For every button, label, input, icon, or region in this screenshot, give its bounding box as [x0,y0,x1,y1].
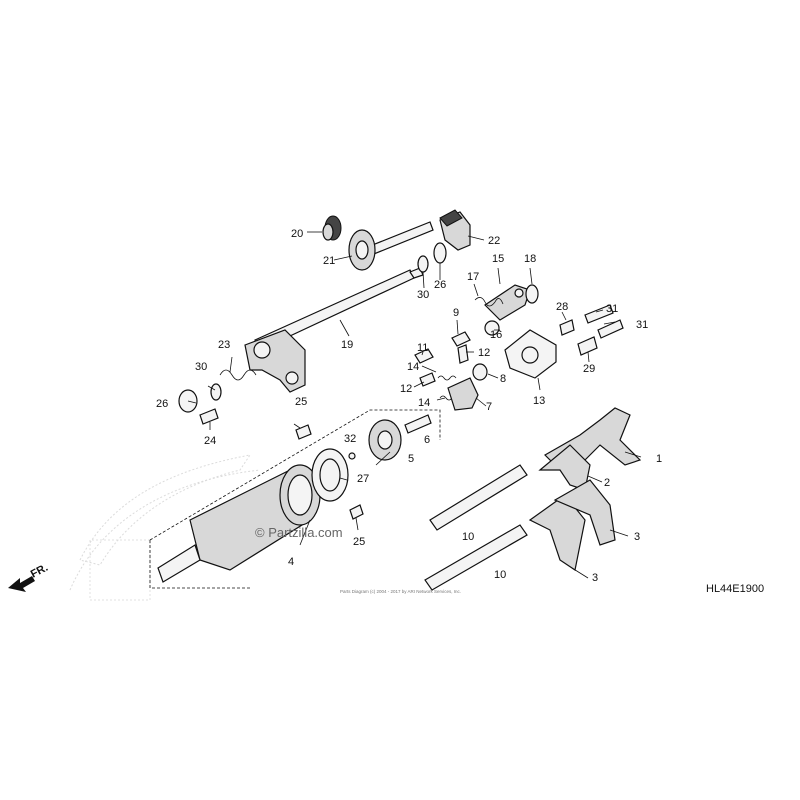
callout-29: 29 [583,363,595,375]
callout-16: 16 [490,329,502,341]
callout-14a: 14 [407,361,419,373]
diagram-code: HL44E1900 [706,583,764,595]
small-parts [414,331,488,411]
callout-2: 2 [604,477,610,489]
callout-10b: 10 [494,569,506,581]
callout-10a: 10 [462,531,474,543]
callout-6: 6 [424,434,430,446]
callout-9: 9 [453,307,459,319]
callout-31a: 31 [606,303,618,315]
callout-4: 4 [288,556,294,568]
callout-7: 7 [486,401,492,413]
callout-12a: 12 [478,347,490,359]
callout-17: 17 [467,271,479,283]
left-spring-group [178,369,257,425]
callout-26a: 26 [434,279,446,291]
copyright-line: Parts Diagram (c) 2004 - 2017 by ARI Net… [340,589,461,594]
callout-20: 20 [291,228,303,240]
callout-24: 24 [204,435,216,447]
bolts-right [559,304,624,356]
shift-forks [528,407,642,571]
watermark: © Partzilla.com [255,525,343,540]
callout-14b: 14 [418,397,430,409]
callout-21: 21 [323,255,335,267]
callout-11: 11 [417,342,428,354]
callout-12b: 12 [400,383,412,395]
callout-32: 32 [344,433,356,445]
callout-25a: 25 [295,396,307,408]
callout-3a: 3 [634,531,640,543]
callout-30a: 30 [417,289,429,301]
callout-25b: 25 [353,536,365,548]
gear-shaft-assembly [322,215,434,271]
callout-30b: 30 [195,361,207,373]
assembly-outline [149,409,441,589]
callout-18: 18 [524,253,536,265]
callout-19: 19 [341,339,353,351]
callout-1: 1 [656,453,662,465]
callout-15: 15 [492,253,504,265]
callout-31b: 31 [636,319,648,331]
stopper-arm-assembly [474,284,539,336]
callout-22: 22 [488,235,500,247]
shift-spindle-shaft [244,267,424,393]
callout-28: 28 [556,301,568,313]
shift-drum [157,414,432,583]
front-arrow: FR. [8,562,50,592]
gasket-plate [504,329,557,379]
washers-upper [417,242,447,273]
callouts: 20 21 22 26 30 17 15 18 9 16 28 31 31 29… [156,228,662,584]
callout-3b: 3 [592,572,598,584]
leader-lines [187,231,642,579]
fork-shafts [424,464,528,591]
front-label: FR. [29,562,50,581]
callout-26b: 26 [156,398,168,410]
shift-arm [439,209,471,251]
callout-8: 8 [500,373,506,385]
callout-5: 5 [408,453,414,465]
callout-23: 23 [218,339,230,351]
callout-27: 27 [357,473,369,485]
callout-13: 13 [533,395,545,407]
